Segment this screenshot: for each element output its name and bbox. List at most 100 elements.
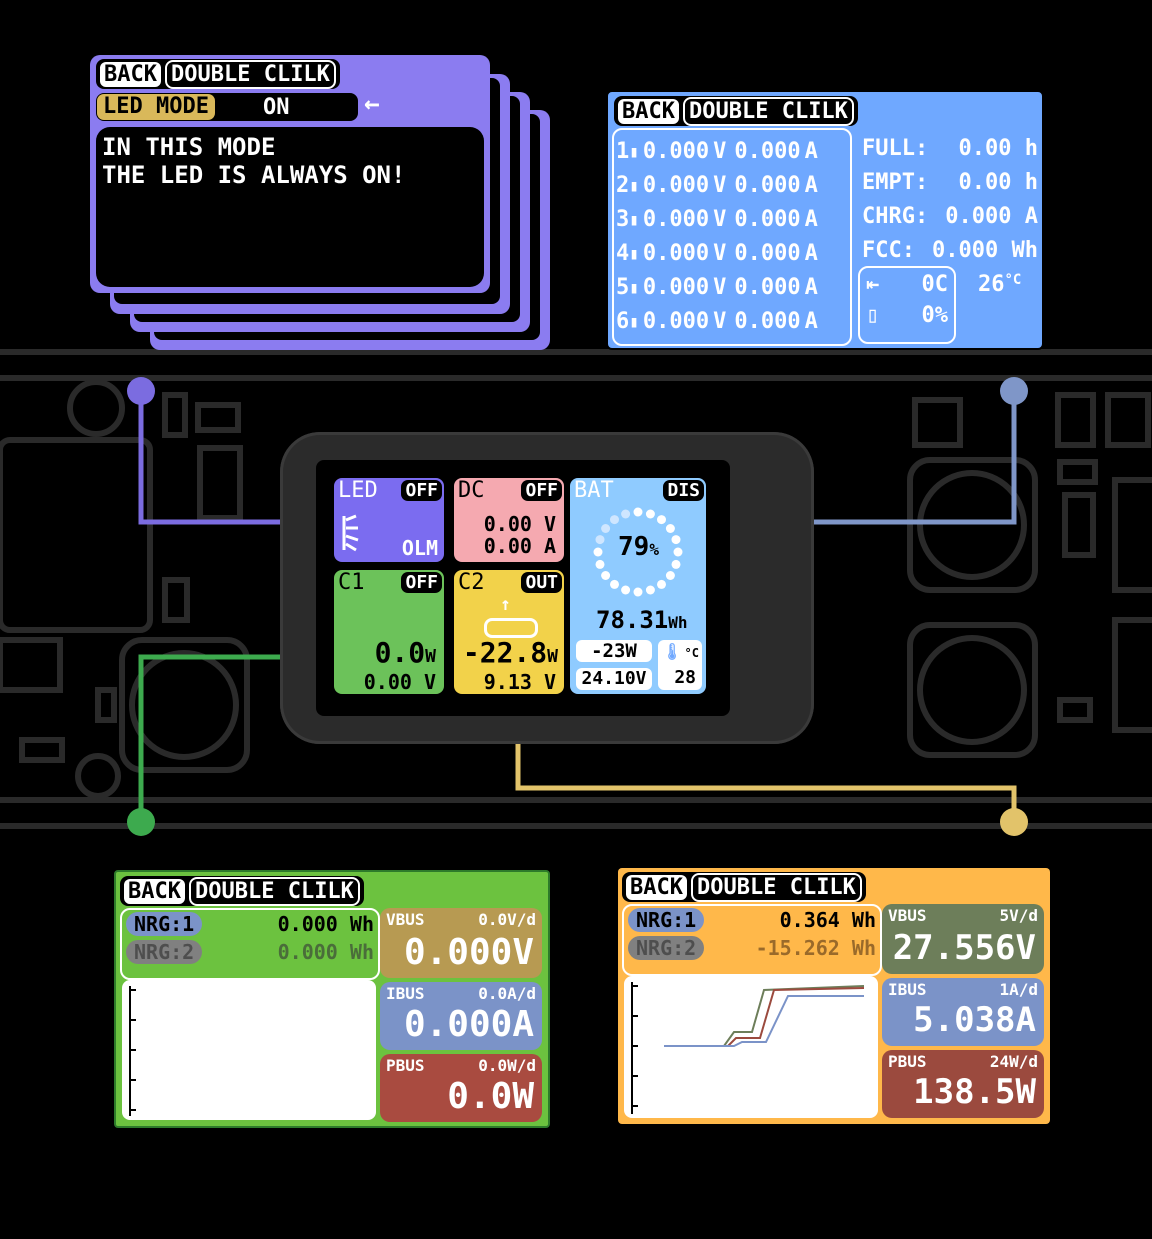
health-icon: ▯ bbox=[866, 303, 880, 328]
cell-voltage-unit: V bbox=[713, 274, 727, 300]
battery-cell-icon: ▮ bbox=[629, 175, 639, 195]
led-mode-value[interactable]: ON bbox=[262, 94, 290, 120]
c2-power-unit: W bbox=[547, 646, 558, 667]
vbus-label: VBUS bbox=[888, 906, 927, 925]
output-arrow-icon: ↑ bbox=[500, 594, 511, 615]
led-mode-row[interactable]: LED MODE ON bbox=[96, 93, 358, 121]
cell-voltage-unit: V bbox=[713, 206, 727, 232]
tile-led[interactable]: LED OFF OLM bbox=[334, 478, 444, 562]
ibus-value: 5.038A bbox=[913, 1000, 1036, 1040]
nrg1-unit: Wh bbox=[851, 908, 876, 932]
cell-current-unit: A bbox=[804, 274, 818, 300]
cell-voltage-unit: V bbox=[713, 308, 727, 334]
energy-unit: Wh bbox=[668, 613, 688, 632]
ring-dot bbox=[610, 579, 619, 589]
cell-index: 2 bbox=[616, 172, 630, 198]
cell-index: 5 bbox=[616, 274, 630, 300]
back-button[interactable]: BACK bbox=[100, 61, 161, 87]
cell-voltage: 0.000 bbox=[642, 206, 710, 232]
ring-dot bbox=[601, 571, 611, 580]
energy-box: NRG:1 0.000 Wh NRG:2 0.000 Wh bbox=[120, 908, 380, 980]
cell-voltage: 0.000 bbox=[642, 172, 710, 198]
ring-dot bbox=[645, 585, 655, 595]
double-click-hint: DOUBLE CLILK bbox=[682, 96, 854, 126]
ring-dot bbox=[633, 507, 643, 517]
cell-voltage: 0.000 bbox=[642, 240, 710, 266]
header-bar: BACK DOUBLE CLILK bbox=[622, 872, 866, 902]
cell-current-unit: A bbox=[804, 240, 818, 266]
c1-graph bbox=[122, 980, 376, 1120]
ring-dot bbox=[595, 535, 605, 545]
pbus-scale: 0.0W/d bbox=[478, 1056, 536, 1075]
tile-led-state: OFF bbox=[401, 480, 442, 501]
fcc-label: FCC: bbox=[862, 238, 915, 263]
tile-c2-volt: 9.13 V bbox=[483, 670, 556, 694]
double-click-hint: DOUBLE CLILK bbox=[188, 876, 360, 906]
cell-voltage: 0.000 bbox=[642, 308, 710, 334]
empt-value: 0.00 bbox=[958, 170, 1012, 195]
nrg2-value: -15.262 bbox=[755, 936, 840, 960]
nrg2-unit: Wh bbox=[349, 940, 374, 964]
ibus-scale: 1A/d bbox=[999, 980, 1038, 999]
cycle-icon: ⇤ bbox=[866, 272, 880, 297]
temperature-value: 26 bbox=[978, 272, 1005, 297]
tile-c1[interactable]: C1 OFF 0.0W 0.00 V bbox=[334, 570, 444, 694]
pbus-label: PBUS bbox=[888, 1052, 927, 1071]
ibus-box: IBUS 0.0A/d 0.000A bbox=[380, 982, 542, 1050]
tile-bat[interactable]: BAT DIS 79% 78.31Wh -23W 24.10V 🌡 °C 28 bbox=[570, 478, 706, 694]
header-bar: BACK DOUBLE CLILK bbox=[614, 96, 858, 126]
header-bar: BACK DOUBLE CLILK bbox=[120, 876, 364, 906]
tile-bat-label: BAT bbox=[574, 478, 614, 503]
tile-bat-temp-unit: °C bbox=[684, 646, 699, 660]
selector-arrow-icon: ← bbox=[364, 89, 380, 119]
ring-dot bbox=[671, 535, 681, 545]
tile-bat-temp-box: 🌡 °C 28 bbox=[658, 640, 702, 690]
cycle-health-box: ⇤ 0C ▯ 0% bbox=[858, 266, 956, 344]
nrg1-label: NRG:1 bbox=[126, 912, 203, 936]
tile-bat-energy: 78.31Wh bbox=[596, 606, 688, 634]
cell-current: 0.000 bbox=[734, 240, 801, 266]
ring-dot bbox=[601, 524, 611, 533]
tile-bat-temp-value: 28 bbox=[674, 667, 696, 688]
cell-current: 0.000 bbox=[734, 308, 801, 334]
description-line-1: IN THIS MODE bbox=[102, 133, 276, 161]
c2-power-value: -22.8 bbox=[462, 636, 548, 669]
cell-current: 0.000 bbox=[734, 138, 801, 164]
tile-dc-label: DC bbox=[458, 478, 485, 503]
cell-voltage: 0.000 bbox=[642, 274, 710, 300]
ring-dot bbox=[593, 547, 603, 557]
percent-unit: % bbox=[649, 540, 659, 559]
chrg-value: 0.000 bbox=[945, 204, 1012, 229]
back-button[interactable]: BACK bbox=[626, 874, 687, 900]
tile-c1-label: C1 bbox=[338, 570, 365, 595]
ibus-label: IBUS bbox=[888, 980, 927, 999]
energy-value: 78.31 bbox=[596, 606, 669, 634]
cell-current-unit: A bbox=[804, 138, 818, 164]
vbus-scale: 5V/d bbox=[999, 906, 1038, 925]
tile-c2-label: C2 bbox=[458, 570, 485, 595]
temperature: 26°C bbox=[978, 272, 1021, 297]
tile-dc[interactable]: DC OFF 0.00 V 0.00 A bbox=[454, 478, 564, 562]
tile-dc-amp: 0.00 A bbox=[483, 534, 556, 558]
tile-c1-state: OFF bbox=[401, 572, 442, 593]
empt-unit: h bbox=[1024, 170, 1038, 195]
back-button[interactable]: BACK bbox=[618, 98, 679, 124]
tile-led-label: LED bbox=[338, 478, 378, 503]
double-click-hint: DOUBLE CLILK bbox=[690, 872, 862, 902]
back-button[interactable]: BACK bbox=[124, 878, 185, 904]
nrg2-unit: Wh bbox=[851, 936, 876, 960]
ring-dot bbox=[595, 559, 605, 569]
tile-bat-state: DIS bbox=[663, 480, 704, 501]
cell-index: 6 bbox=[616, 308, 630, 334]
battery-level-ring bbox=[593, 507, 683, 597]
tile-bat-percent: 79% bbox=[618, 532, 659, 562]
ring-dot bbox=[610, 515, 619, 525]
cell-index: 3 bbox=[616, 206, 630, 232]
description-line-2: THE LED IS ALWAYS ON! bbox=[102, 161, 406, 189]
tile-c2[interactable]: C2 OUT ↑ -22.8W 9.13 V bbox=[454, 570, 564, 694]
vbus-box: VBUS 5V/d 27.556V bbox=[882, 904, 1044, 974]
led-lamp-icon bbox=[342, 514, 359, 552]
